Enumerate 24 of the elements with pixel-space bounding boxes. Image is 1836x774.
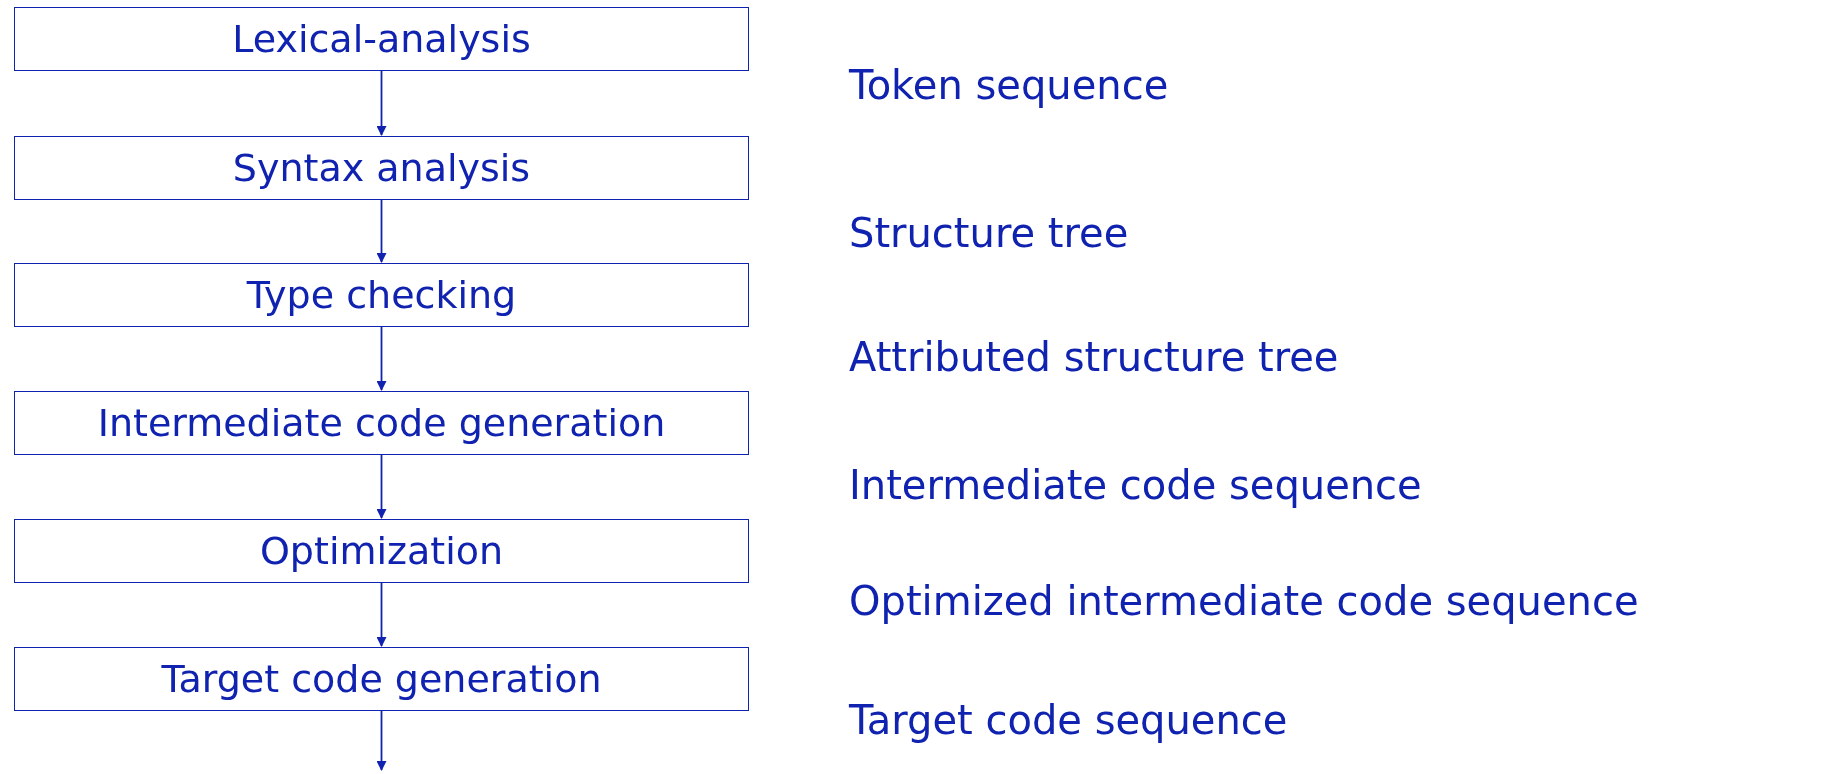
process-box (14, 519, 749, 583)
output-label: Optimized intermediate code sequence (849, 578, 1639, 624)
arrow (376, 70, 387, 136)
arrow (376, 326, 387, 391)
box-label: Syntax analysis (232, 149, 531, 187)
process-box (14, 647, 749, 711)
box-label: Optimization (259, 532, 504, 570)
output-label: Token sequence (849, 62, 1169, 108)
process-box (14, 7, 749, 71)
process-box (14, 391, 749, 455)
process-box (14, 136, 749, 200)
box-label: Target code generation (161, 660, 602, 698)
output-label: Structure tree (849, 210, 1129, 256)
output-label: Intermediate code sequence (849, 462, 1422, 508)
process-box (14, 263, 749, 327)
box-label: Type checking (246, 276, 517, 314)
arrow (376, 582, 387, 647)
output-label: Attributed structure tree (849, 334, 1339, 380)
arrow (376, 199, 387, 263)
box-label: Lexical-analysis (232, 20, 531, 58)
arrow (376, 710, 387, 771)
arrow (376, 454, 387, 519)
box-label: Intermediate code generation (97, 404, 666, 442)
output-label: Target code sequence (849, 697, 1288, 743)
